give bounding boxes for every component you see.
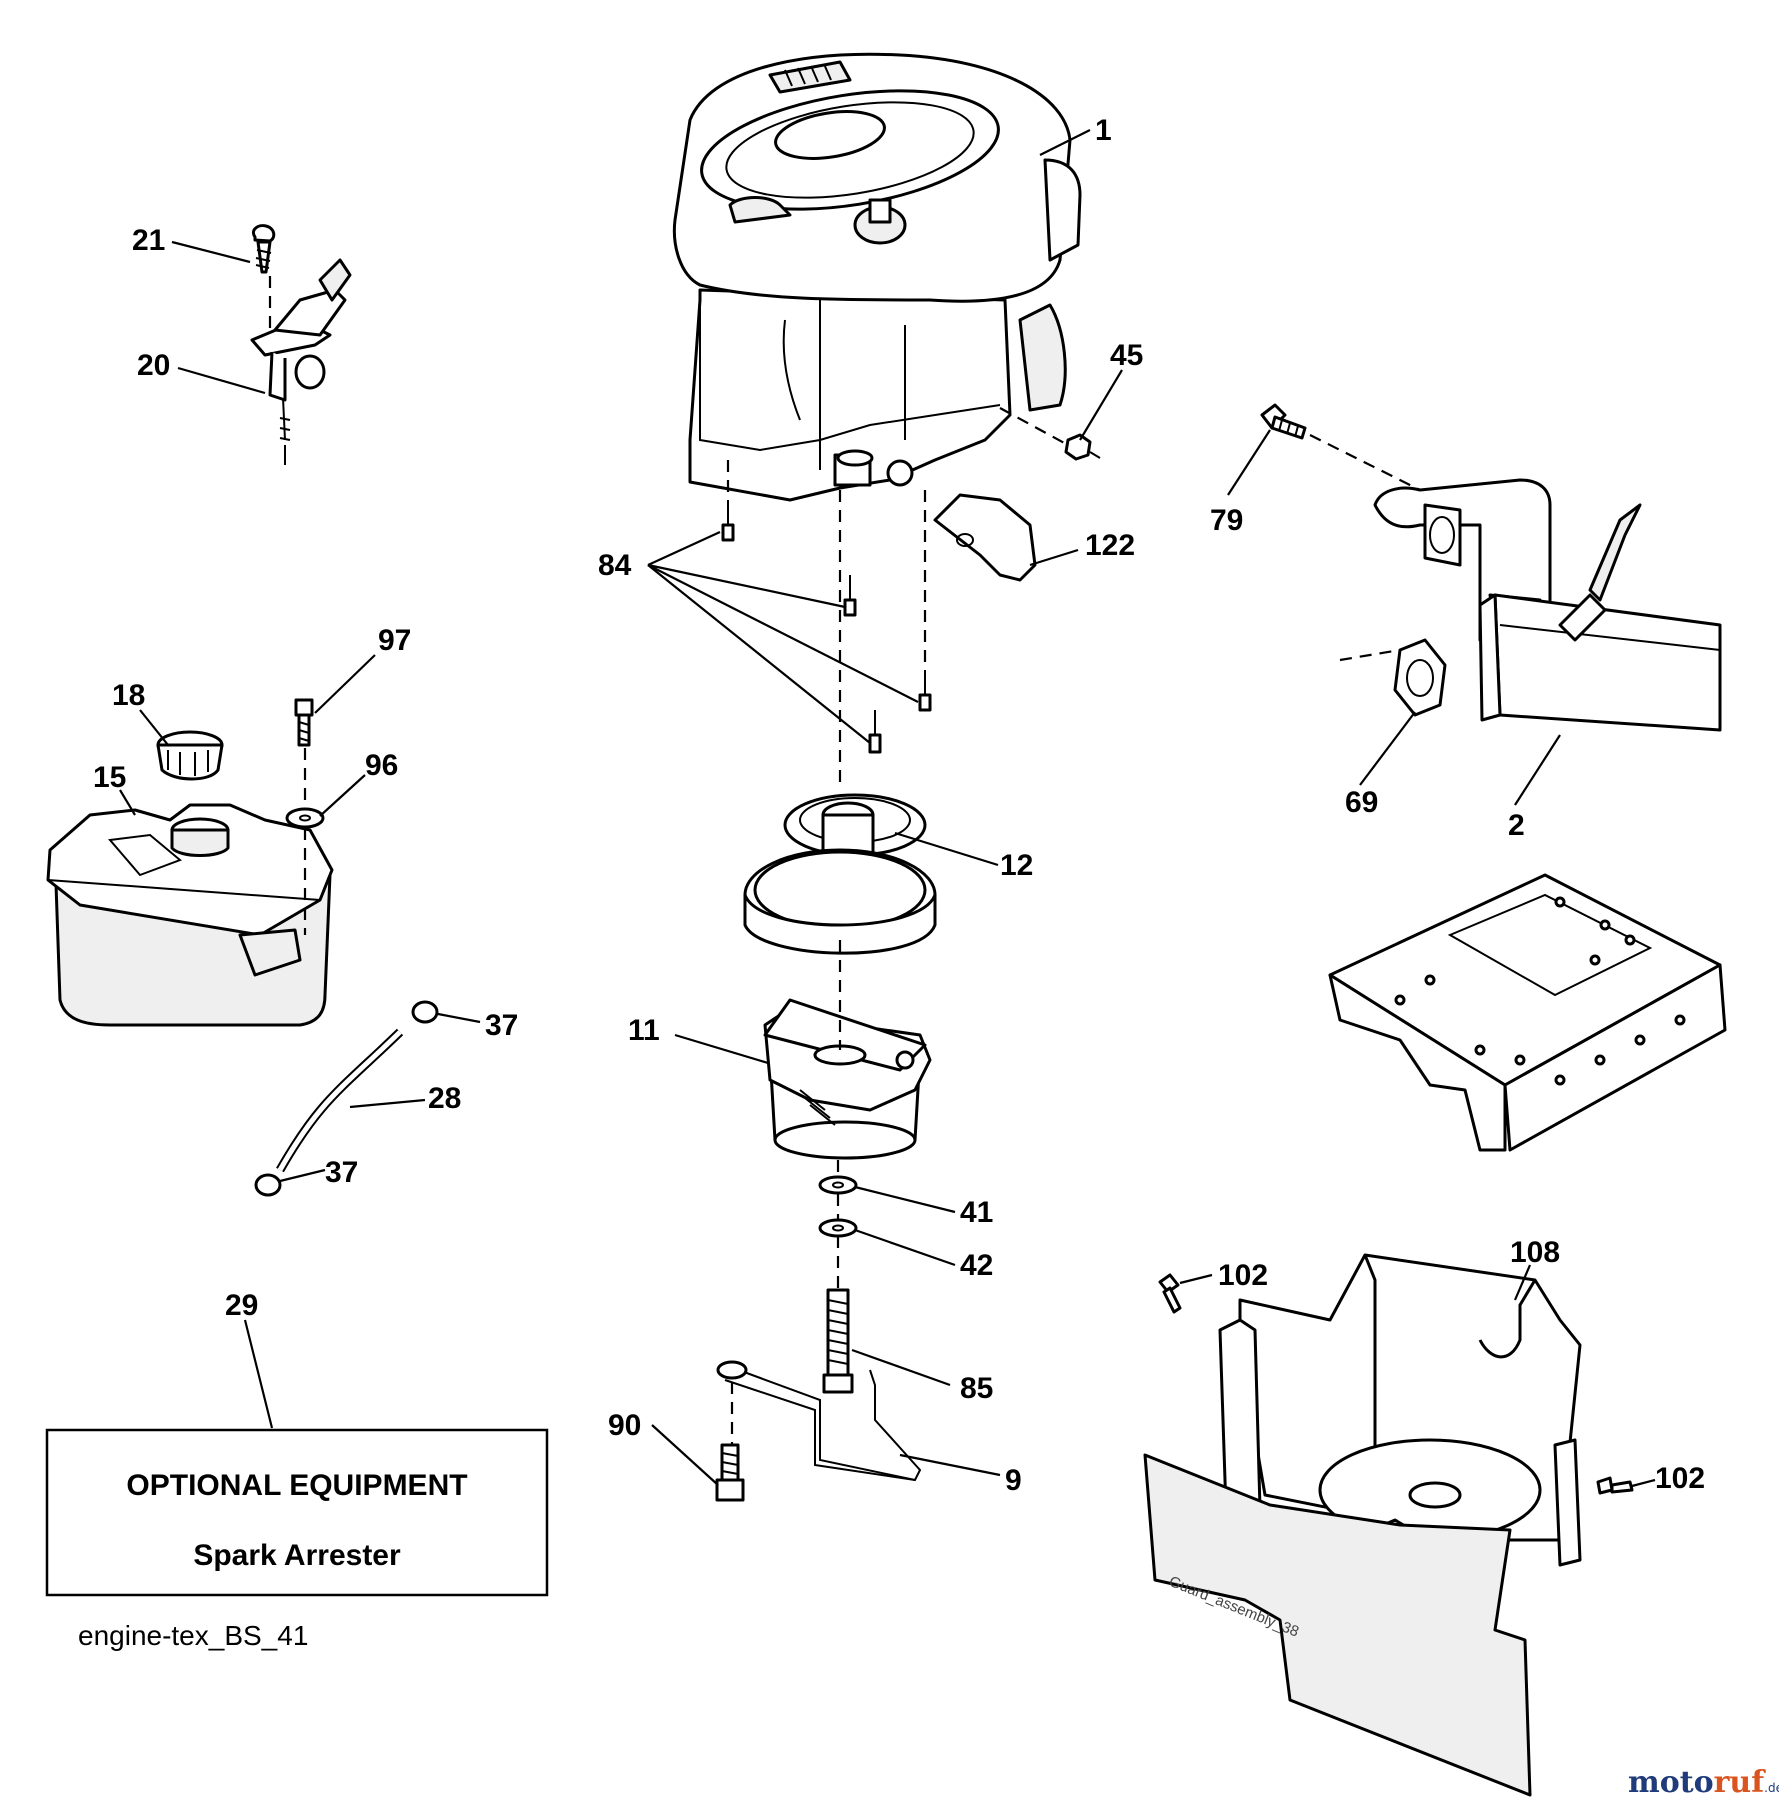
callout-41: 41 — [960, 1196, 993, 1229]
leader-45 — [1079, 369, 1123, 441]
callout-37-upper: 37 — [485, 1009, 518, 1042]
callout-28: 28 — [428, 1082, 461, 1115]
callout-20: 20 — [137, 349, 170, 382]
leader-15 — [119, 789, 136, 816]
leader-102-right — [1631, 1478, 1656, 1488]
diagram-reference: engine-tex_BS_41 — [78, 1620, 308, 1651]
callout-45: 45 — [1110, 339, 1143, 372]
screw-part-102-right[interactable] — [1596, 1476, 1634, 1495]
washer-part-42[interactable] — [818, 1218, 858, 1238]
callout-69: 69 — [1345, 786, 1378, 819]
callout-102-left: 102 — [1218, 1259, 1268, 1292]
callout-84: 84 — [598, 549, 632, 582]
leader-97 — [314, 654, 376, 714]
fuel-tank-part-15[interactable] — [46, 803, 334, 1027]
callout-1: 1 — [1095, 114, 1112, 147]
leader-2 — [1514, 734, 1561, 806]
clutch-part-11[interactable] — [763, 998, 932, 1160]
throttle-control-part-20[interactable] — [250, 258, 352, 465]
callout-85: 85 — [960, 1372, 993, 1405]
watermark-tld: .de — [1764, 1781, 1779, 1795]
bolt-part-79[interactable] — [1260, 403, 1307, 440]
callout-11: 11 — [628, 1014, 660, 1047]
callout-21: 21 — [132, 224, 165, 257]
leader-1 — [1039, 129, 1091, 156]
washer-part-96[interactable] — [285, 807, 325, 829]
leader-108 — [1513, 1264, 1532, 1301]
callout-90: 90 — [608, 1409, 641, 1442]
screw-part-102-left[interactable] — [1158, 1273, 1182, 1314]
fuel-line-part-28[interactable] — [276, 1028, 404, 1173]
bolt-part-85[interactable] — [822, 1288, 854, 1394]
callout-108: 108 — [1510, 1236, 1560, 1269]
leader-21 — [171, 240, 251, 264]
clamp-part-37-upper[interactable] — [411, 1000, 439, 1024]
bracket-part-9[interactable] — [716, 1360, 922, 1482]
fuel-cap-part-18[interactable] — [156, 730, 224, 781]
optional-equipment-title: OPTIONAL EQUIPMENT — [126, 1469, 467, 1502]
engine-mount-plate[interactable] — [1328, 873, 1727, 1152]
callout-9: 9 — [1005, 1464, 1022, 1497]
leader-20 — [177, 366, 266, 395]
pulley-part-12[interactable] — [743, 793, 937, 955]
bolt-part-84-a[interactable] — [721, 500, 735, 542]
callout-37-lower: 37 — [325, 1156, 358, 1189]
bolt-part-84-d[interactable] — [868, 710, 882, 754]
leader-90 — [651, 1424, 719, 1486]
gasket-part-69[interactable] — [1393, 638, 1447, 717]
watermark-accent: ruf — [1714, 1765, 1767, 1800]
callout-122: 122 — [1085, 529, 1135, 562]
callout-12: 12 — [1000, 849, 1033, 882]
bolt-part-84-b[interactable] — [843, 575, 857, 617]
callout-79: 79 — [1210, 504, 1243, 537]
leader-18 — [139, 709, 169, 746]
leader-84-b — [647, 563, 846, 609]
leader-12 — [894, 831, 999, 867]
callout-102-right: 102 — [1655, 1462, 1705, 1495]
leader-84-a — [647, 531, 721, 566]
watermark-brand: moto — [1628, 1765, 1714, 1800]
engine-to-nut-dash — [999, 407, 1069, 446]
clamp-part-37-lower[interactable] — [254, 1173, 282, 1197]
leader-85 — [851, 1348, 951, 1387]
guard-part-108[interactable] — [1143, 1253, 1582, 1797]
callout-29: 29 — [225, 1289, 258, 1322]
leader-28 — [349, 1098, 426, 1109]
deflector-part-122[interactable] — [933, 493, 1037, 582]
nut-part-45[interactable] — [1064, 433, 1101, 461]
leader-29 — [243, 1319, 274, 1429]
svg-text:motoruf.de: motoruf.de — [1628, 1765, 1779, 1800]
leader-96 — [319, 774, 366, 817]
callout-96: 96 — [365, 749, 398, 782]
gasket-dash — [1339, 648, 1401, 662]
motoruf-watermark: motoruf.de — [1628, 1765, 1779, 1800]
leader-37-upper — [437, 1012, 481, 1024]
leader-102-left — [1179, 1273, 1213, 1285]
leader-84-d — [647, 564, 871, 744]
leader-79 — [1227, 429, 1271, 496]
leader-37-lower — [279, 1168, 326, 1183]
bolt-part-84-c[interactable] — [918, 670, 932, 712]
leader-42 — [854, 1228, 956, 1267]
leader-122 — [1029, 548, 1079, 567]
callout-15: 15 — [93, 761, 126, 794]
muffler-part-2[interactable] — [1373, 478, 1722, 732]
leader-41 — [854, 1185, 956, 1214]
callout-18: 18 — [112, 679, 145, 712]
callout-42: 42 — [960, 1249, 993, 1282]
screw-part-21[interactable] — [251, 224, 276, 274]
spark-arrester-label: Spark Arrester — [193, 1539, 401, 1572]
bolt-part-90[interactable] — [715, 1443, 745, 1502]
washer-part-41[interactable] — [818, 1175, 858, 1195]
optional-equipment-box: OPTIONAL EQUIPMENT Spark Arrester — [45, 1428, 549, 1597]
engine-part-1[interactable] — [672, 52, 1082, 502]
bolt-part-97[interactable] — [294, 698, 314, 747]
callout-2: 2 — [1508, 809, 1525, 842]
leader-11 — [674, 1033, 769, 1065]
leader-69 — [1359, 711, 1416, 786]
leader-9 — [899, 1453, 1001, 1477]
callout-97: 97 — [378, 624, 411, 657]
leader-84-c — [647, 564, 919, 703]
